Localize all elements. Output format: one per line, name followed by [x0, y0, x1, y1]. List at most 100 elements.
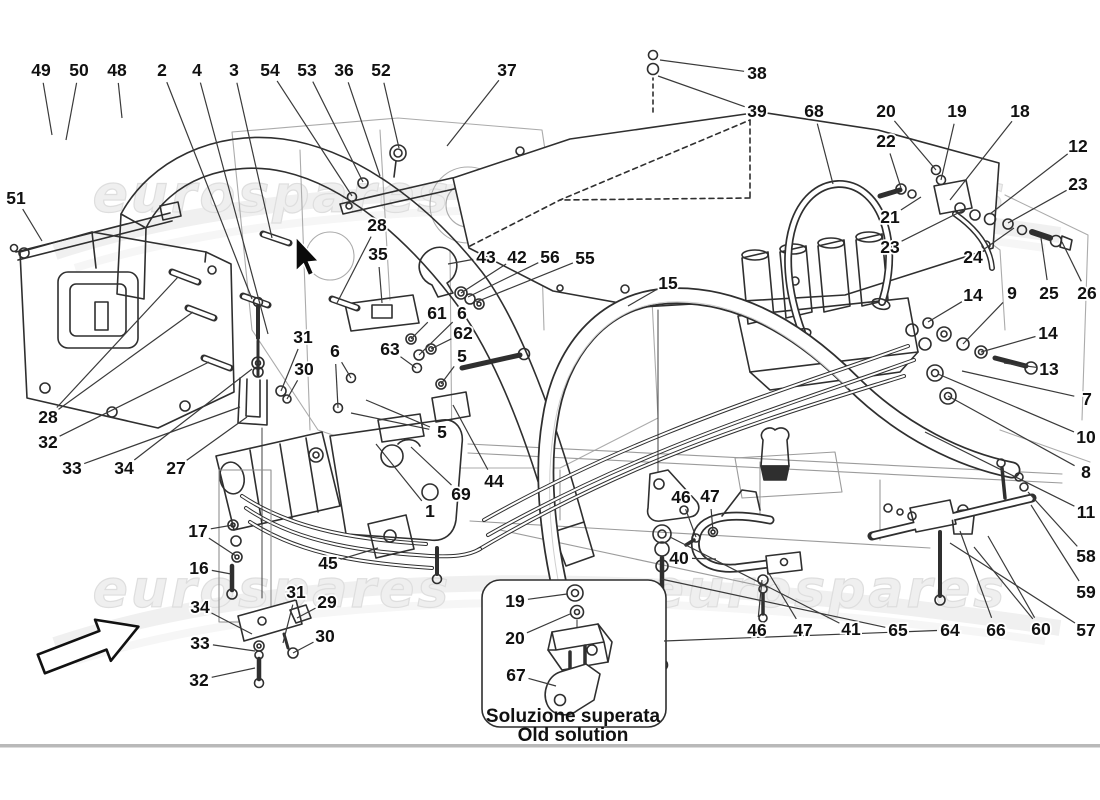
callout-57: 57	[1076, 620, 1095, 640]
leader-line	[1003, 362, 1037, 368]
callout-4: 4	[192, 60, 202, 80]
callout-51: 51	[6, 188, 26, 208]
leader-line	[526, 613, 571, 634]
direction-arrow	[36, 618, 140, 675]
damper-bracket-45	[367, 514, 443, 585]
callout-1: 1	[425, 501, 435, 521]
leader-line	[383, 82, 400, 149]
leader-line	[58, 311, 194, 410]
callout-23: 23	[1068, 174, 1088, 194]
callout-24: 24	[963, 247, 983, 267]
callout-69: 69	[451, 484, 471, 504]
callout-10: 10	[1076, 427, 1096, 447]
leader-line	[210, 524, 234, 530]
callout-32: 32	[38, 432, 58, 452]
leader-line	[296, 607, 316, 619]
leader-line	[1030, 504, 1080, 582]
leader-line	[56, 276, 179, 408]
callout-18: 18	[1010, 101, 1030, 121]
callout-32: 32	[189, 670, 209, 690]
leader-line	[959, 530, 993, 619]
leader-line	[410, 446, 452, 486]
leader-line	[947, 395, 1075, 467]
leader-line	[983, 227, 1015, 250]
callout-22: 22	[876, 131, 896, 151]
diagram-art	[9, 49, 1091, 728]
callout-14: 14	[1038, 323, 1058, 343]
leader-line	[375, 443, 423, 502]
leader-line	[816, 123, 834, 185]
leader-line	[59, 361, 210, 437]
callout-13: 13	[1039, 359, 1059, 379]
watermark-text: eurospares	[93, 165, 452, 225]
callout-40: 40	[669, 548, 689, 568]
leader-line	[691, 557, 717, 560]
callout-62: 62	[453, 323, 473, 343]
callout-15: 15	[658, 273, 678, 293]
callout-47: 47	[700, 486, 719, 506]
leader-line	[186, 416, 248, 461]
callout-7: 7	[1082, 389, 1092, 409]
leader-line	[987, 535, 1036, 618]
bottom-divider	[0, 744, 1100, 748]
u-bracket-27	[237, 296, 268, 426]
leader-line	[927, 301, 963, 323]
leader-line	[336, 236, 372, 304]
callout-2: 2	[157, 60, 167, 80]
leader-line	[365, 399, 431, 428]
callout-19: 19	[505, 591, 525, 611]
leader-line	[378, 266, 383, 304]
leader-line	[286, 380, 299, 400]
leader-line	[949, 120, 1013, 201]
watermark-text: eurospares	[649, 560, 1008, 620]
leader-lines	[22, 59, 1082, 687]
callout-19: 19	[947, 101, 967, 121]
leader-line	[901, 208, 967, 242]
callout-49: 49	[31, 60, 51, 80]
leader-line	[410, 321, 429, 340]
leader-line	[660, 578, 886, 628]
leader-line	[710, 508, 714, 532]
callout-68: 68	[804, 101, 824, 121]
rubber-mounts	[760, 427, 917, 521]
leader-line	[400, 356, 417, 369]
leader-line	[440, 366, 455, 385]
callout-20: 20	[505, 628, 525, 648]
callout-8: 8	[1081, 462, 1091, 482]
callout-44: 44	[484, 471, 504, 491]
callout-14: 14	[963, 285, 983, 305]
leader-line	[347, 82, 381, 177]
leader-line	[659, 59, 745, 72]
leader-line	[208, 537, 237, 557]
callout-11: 11	[1077, 502, 1096, 522]
callout-61: 61	[427, 303, 447, 323]
callout-47: 47	[793, 620, 812, 640]
callout-17: 17	[188, 521, 207, 541]
main-pipe-15-highlight	[549, 301, 849, 641]
leader-line	[276, 80, 353, 197]
leader-line	[340, 547, 379, 560]
bracket-35	[344, 294, 420, 332]
callout-48: 48	[107, 60, 127, 80]
callout-9: 9	[1007, 283, 1017, 303]
callout-59: 59	[1076, 582, 1096, 602]
leader-line	[133, 368, 253, 461]
leader-line	[447, 258, 474, 265]
callout-55: 55	[575, 248, 595, 268]
callout-63: 63	[380, 339, 400, 359]
right-linkage-core	[871, 495, 1033, 539]
clamp-43-washers	[418, 246, 485, 310]
callout-65: 65	[888, 620, 908, 640]
union-fittings	[877, 164, 1073, 251]
leader-line	[282, 604, 294, 644]
leader-line	[312, 81, 364, 183]
callout-43: 43	[476, 247, 496, 267]
mouse-cursor	[295, 235, 320, 277]
leader-line	[117, 82, 123, 119]
leader-line	[452, 404, 489, 470]
leader-line	[166, 81, 253, 300]
leader-line	[212, 644, 256, 652]
leader-line	[65, 82, 78, 141]
